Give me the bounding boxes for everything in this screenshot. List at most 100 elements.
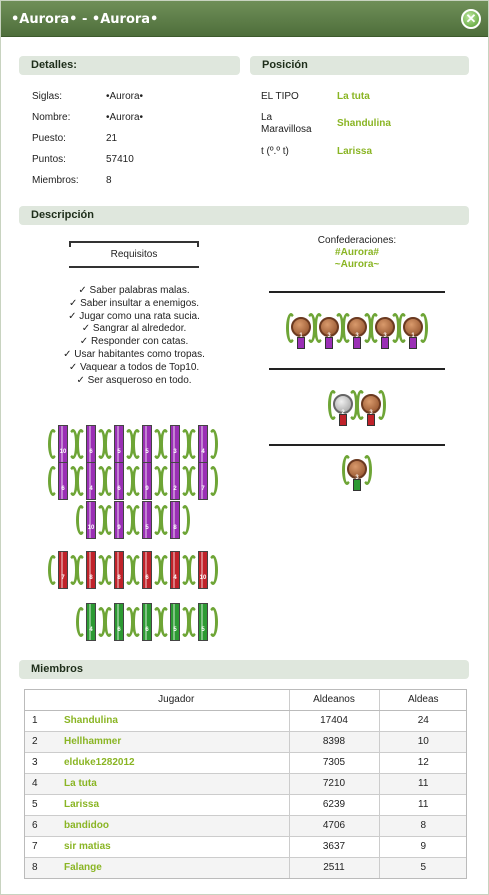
medal-count: 8 [89, 575, 93, 581]
rule-item: ✓ Ser asqueroso en todo. [76, 374, 192, 386]
laurel-icon [208, 429, 218, 459]
laurel-icon [188, 429, 198, 459]
medal-count: 9 [117, 525, 121, 531]
medal-icon: 4 [76, 603, 106, 647]
medal-count: 3 [355, 333, 359, 339]
ribbon-icon [170, 501, 180, 539]
member-villagers: 8398 [288, 731, 379, 753]
position-player-link[interactable]: Larissa [337, 146, 373, 157]
coin-icon [333, 394, 353, 414]
ribbon-icon [142, 501, 152, 539]
medal-icon: 9 [132, 462, 162, 506]
medal-count: 2 [173, 486, 177, 492]
confederation-link[interactable]: #Aurora# [335, 247, 379, 258]
laurel-icon [188, 607, 198, 637]
medal-icon: 3 [356, 386, 386, 430]
details-value: 21 [106, 133, 118, 144]
position-player-link[interactable]: Shandulina [337, 118, 391, 129]
laurel-icon [132, 505, 142, 535]
table-row: 1 Shandulina 17404 24 [24, 710, 467, 732]
medal-count: 5 [201, 627, 205, 633]
laurel-icon [160, 429, 170, 459]
laurel-icon [48, 466, 58, 496]
laurel-icon [328, 390, 338, 420]
rule-item: ✓ Jugar como una rata sucia. [68, 310, 200, 322]
medal-icon: 2 [328, 386, 358, 430]
medal-count: 8 [173, 525, 177, 531]
member-name-link[interactable]: Falange [64, 862, 102, 873]
member-name-link[interactable]: Shandulina [64, 715, 118, 726]
ribbon-icon [353, 337, 361, 349]
details-label: Miembros: [32, 175, 79, 186]
ribbon-icon [86, 425, 96, 463]
medal-icon: 7 [48, 551, 78, 595]
laurel-icon [76, 466, 86, 496]
member-name-link[interactable]: elduke1282012 [64, 757, 135, 768]
ribbon-icon [198, 462, 208, 500]
laurel-icon [160, 607, 170, 637]
ribbon-icon [170, 425, 180, 463]
member-name-link[interactable]: Larissa [64, 799, 100, 810]
window-title: •Aurora• - •Aurora• [11, 12, 159, 27]
medal-count: 4 [201, 449, 205, 455]
medal-count: 3 [369, 410, 373, 416]
ribbon-icon [86, 501, 96, 539]
col-player: Jugador [64, 689, 289, 711]
divider [269, 291, 445, 293]
medal-icon: 8 [160, 501, 190, 545]
medal-icon: 1 [286, 309, 316, 353]
medal-icon: 6 [132, 551, 162, 595]
medal-count: 3 [355, 475, 359, 481]
laurel-icon [356, 390, 366, 420]
member-villagers: 4706 [288, 815, 379, 837]
confederation-link[interactable]: ~Aurora~ [334, 259, 380, 270]
rule-item: ✓ Responder con catas. [79, 336, 189, 348]
position-player-link[interactable]: La tuta [337, 91, 370, 102]
medal-icon: 10 [76, 501, 106, 545]
description-heading: Descripción [19, 206, 469, 225]
ribbon-icon [114, 501, 124, 539]
laurel-icon [180, 505, 190, 535]
members-heading: Miembros [19, 660, 469, 679]
member-villages: 24 [378, 710, 467, 732]
laurel-icon [132, 429, 142, 459]
laurel-icon [314, 313, 324, 343]
ribbon-icon [114, 425, 124, 463]
rule-item: ✓ Sangrar al alrededor. [81, 323, 187, 335]
medal-icon: 3 [342, 451, 372, 495]
member-rank: 3 [24, 752, 64, 774]
medal-count: 5 [145, 525, 149, 531]
member-name-link[interactable]: bandidoo [64, 820, 109, 831]
confederations-label: Confederaciones: [317, 235, 397, 246]
ribbon-icon [142, 551, 152, 589]
medal-icon: 3 [370, 309, 400, 353]
ribbon-icon [114, 462, 124, 500]
ribbon-icon [58, 425, 68, 463]
medal-count: 10 [59, 449, 67, 455]
member-name-link[interactable]: Hellhammer [64, 736, 122, 747]
medal-icon: 5 [188, 603, 218, 647]
member-name-link[interactable]: sir matias [64, 841, 111, 852]
close-icon[interactable]: ✕ [461, 9, 481, 29]
medal-count: 9 [145, 486, 149, 492]
laurel-icon [208, 607, 218, 637]
medal-icon: 3 [342, 309, 372, 353]
table-row: 5 Larissa 6239 11 [24, 794, 467, 816]
rules-list: ✓ Saber palabras malas.✓ Saber insultar … [41, 285, 227, 387]
laurel-icon [104, 607, 114, 637]
laurel-icon [132, 607, 142, 637]
details-value: 57410 [106, 154, 134, 165]
laurel-icon [376, 390, 386, 420]
ribbon-icon [170, 462, 180, 500]
details-value: 8 [106, 175, 112, 186]
ribbon-icon [86, 462, 96, 500]
ribbon-icon [409, 337, 417, 349]
laurel-icon [398, 313, 408, 343]
member-rank: 5 [24, 794, 64, 816]
ribbon-icon [114, 551, 124, 589]
member-name-link[interactable]: La tuta [64, 778, 97, 789]
col-villages: Aldeas [378, 689, 467, 711]
